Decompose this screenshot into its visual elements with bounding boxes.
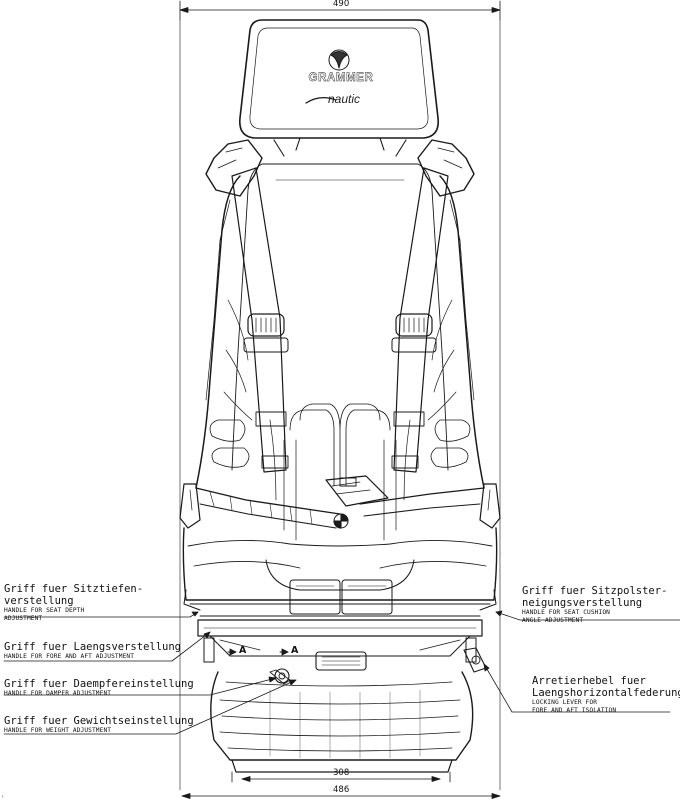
headrest	[238, 19, 440, 151]
shoulder-harness-mounts	[205, 139, 475, 197]
leader-lines	[3, 610, 680, 735]
brand-logo-text: GRAMMER	[308, 72, 374, 84]
callout-weight-de-1: Griff fuer Gewichtseinstellung	[4, 715, 194, 727]
marker-a-left: A	[239, 645, 247, 656]
callout-isolation-en-1: LOCKING LEVER FOR	[532, 699, 598, 706]
callout-fore-aft: Griff fuer Laengsverstellung HANDLE FOR …	[4, 641, 181, 661]
brand-emblem-icon	[328, 49, 350, 71]
callout-damper-en-1: HANDLE FOR DAMPER ADJUSTMENT	[4, 690, 112, 697]
marker-a-right: A	[291, 645, 299, 656]
callout-isolation-en-2: FORE AND AFT ISOLATION	[532, 707, 617, 714]
callout-seat-depth-en-2: ADJUSTMENT	[4, 615, 43, 622]
callout-damper: Griff fuer Daempfereinstellung HANDLE FO…	[4, 678, 194, 698]
a-marker-arrows	[227, 648, 289, 656]
callout-cushion-angle-de-1: Griff fuer Sitzpolster-	[522, 585, 668, 597]
callout-fore-aft-de-1: Griff fuer Laengsverstellung	[4, 641, 182, 653]
callout-cushion-angle: Griff fuer Sitzpolster- neigungsverstell…	[522, 585, 667, 625]
callout-seat-depth-de-2: verstellung	[4, 595, 74, 607]
callout-cushion-angle-en-1: HANDLE FOR SEAT CUSHION	[522, 609, 610, 616]
callout-isolation: Arretierhebel fuer Laengshorizontalfeder…	[532, 675, 680, 715]
shoulder-strap-right	[391, 167, 449, 473]
seat-cushion	[182, 527, 498, 617]
dimension-bottom-width: 486	[333, 785, 350, 795]
dimension-base-width: 308	[333, 768, 350, 778]
nautic-swoosh-icon	[305, 97, 337, 104]
callout-damper-de-1: Griff fuer Daempfereinstellung	[4, 678, 194, 690]
callout-fore-aft-en-1: HANDLE FOR FORE AND AFT ADJUSTMENT	[4, 653, 135, 660]
callout-isolation-de-2: Laengshorizontalfederung	[532, 687, 680, 699]
seat-frame	[197, 619, 487, 685]
shoulder-strap-left	[231, 167, 289, 473]
base-dimension-308	[231, 771, 451, 783]
model-logo-text: nautic	[327, 92, 361, 106]
top-dimension-line	[179, 0, 501, 791]
callout-isolation-de-1: Arretierhebel fuer	[532, 675, 646, 687]
lap-belt	[195, 475, 485, 529]
callout-cushion-angle-de-2: neigungsverstellung	[522, 597, 643, 609]
callout-seat-depth: Griff fuer Sitztiefen- verstellung HANDL…	[4, 583, 143, 623]
callout-cushion-angle-en-2: ANGLE ADJUSTMENT	[522, 617, 584, 624]
base-dimension-486	[181, 793, 501, 799]
dimension-top-width: 490	[333, 0, 350, 9]
backrest	[195, 163, 485, 541]
callout-weight-en-1: HANDLE FOR WEIGHT ADJUSTMENT	[4, 727, 112, 734]
callout-seat-depth-de-1: Griff fuer Sitztiefen-	[4, 583, 144, 595]
svg-text:': '	[2, 795, 4, 802]
callout-seat-depth-en-1: HANDLE FOR SEAT DEPTH	[4, 607, 85, 614]
callout-weight: Griff fuer Gewichtseinstellung HANDLE FO…	[4, 715, 194, 735]
armrest-brackets	[179, 483, 501, 529]
suspension-bellows	[210, 671, 474, 773]
